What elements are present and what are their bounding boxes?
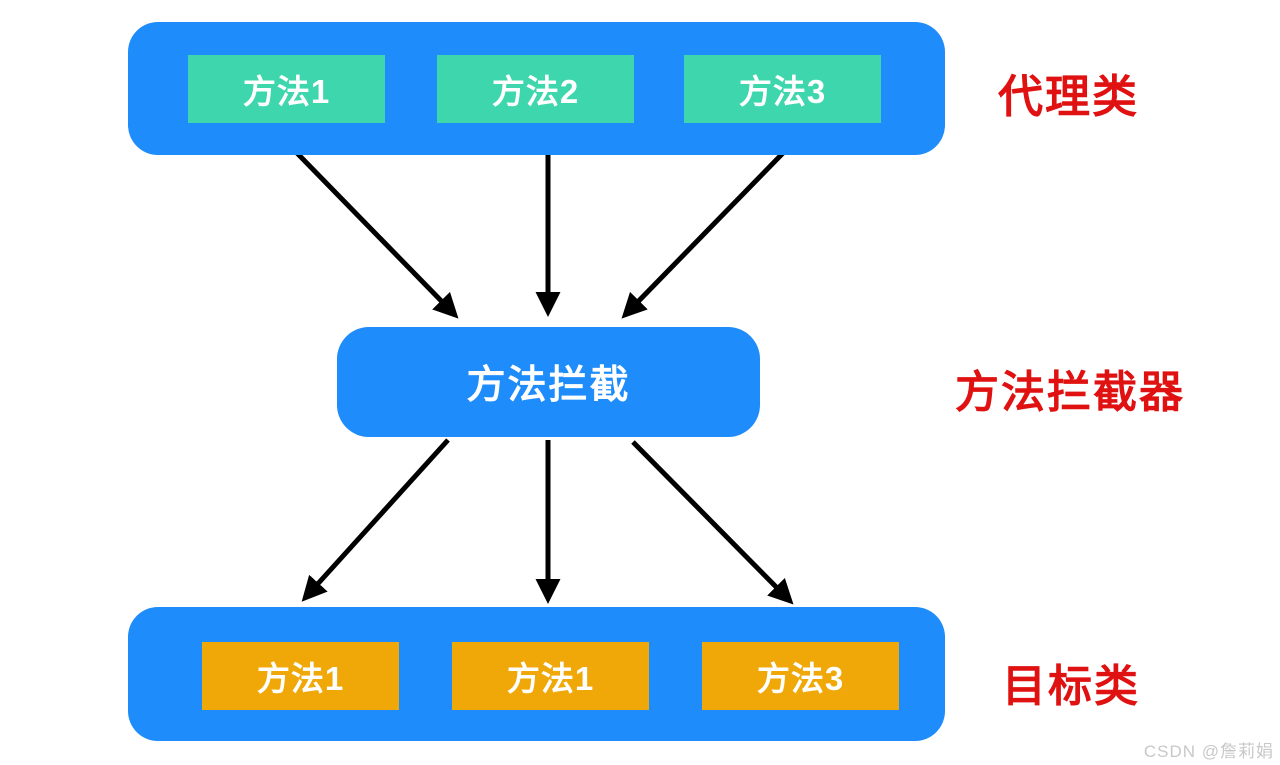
proxy-class-label: 代理类 [998, 71, 1140, 122]
interceptor-label: 方法拦截器 [955, 368, 1185, 417]
arrow-interceptor-to-target3 [631, 440, 794, 605]
target-method-box-1: 方法1 [202, 642, 399, 710]
target-method-box-2: 方法1 [452, 642, 649, 710]
proxy-class-container: 方法1 方法2 方法3 [128, 22, 945, 155]
proxy-method-box-2: 方法2 [437, 55, 634, 123]
target-class-label: 目标类 [1002, 662, 1140, 711]
proxy-method-box-1: 方法1 [188, 55, 385, 123]
arrow-proxy3-to-interceptor [621, 150, 786, 319]
arrow-proxy1-to-interceptor [294, 150, 459, 319]
arrow-interceptor-to-target1 [301, 438, 450, 602]
target-method-box-3: 方法3 [702, 642, 899, 710]
watermark: CSDN @詹莉娟 [1143, 742, 1274, 761]
proxy-method-box-3: 方法3 [684, 55, 881, 123]
interceptor-box: 方法拦截 [337, 327, 760, 437]
target-class-container: 方法1 方法1 方法3 [128, 607, 945, 741]
